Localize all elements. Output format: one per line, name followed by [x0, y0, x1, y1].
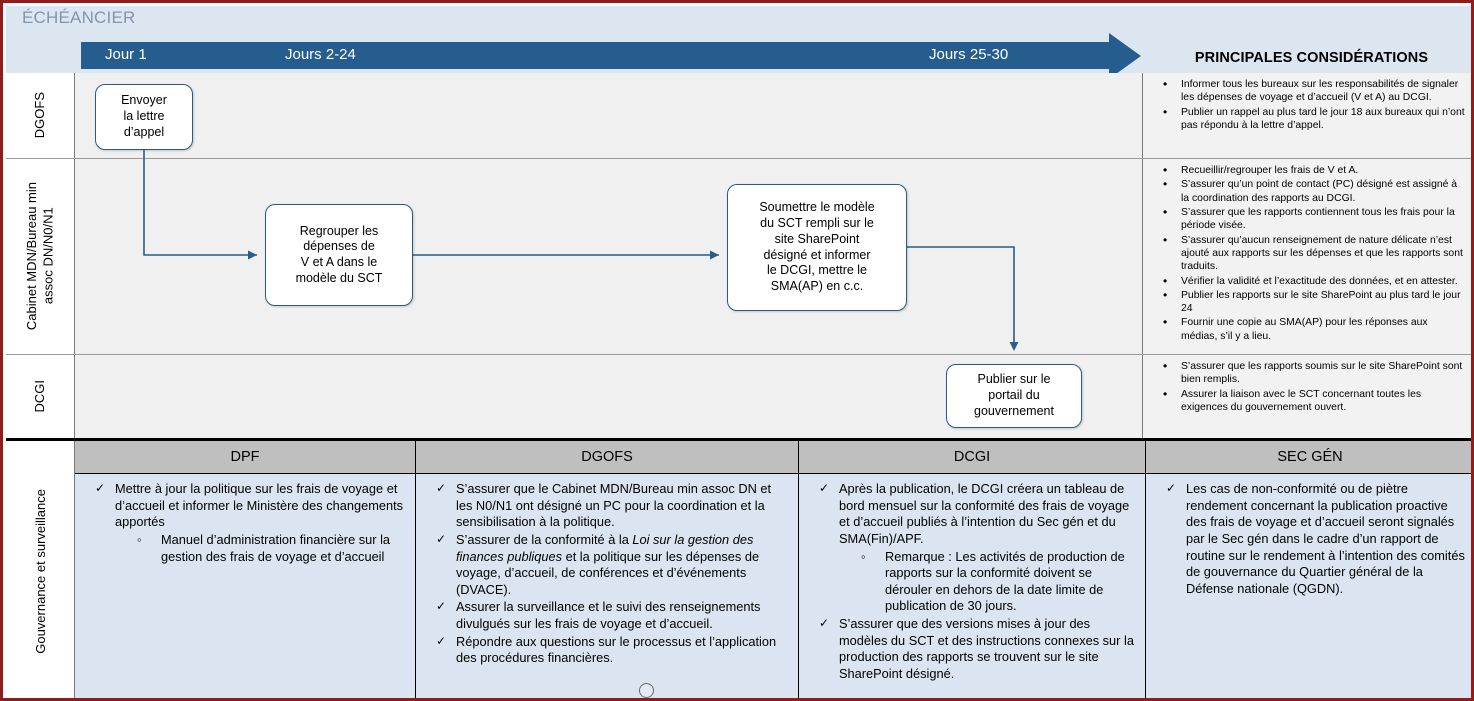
swimlane-label-text: DGOFS — [31, 92, 47, 139]
process-box-envoyer-lettre-appel[interactable]: Envoyer la lettre d’appel — [95, 84, 193, 150]
governance-column-sec-gen: SEC GÉN Les cas de non-conformité ou de … — [1146, 441, 1471, 698]
consideration-item: Assurer la liaison avec le SCT concernan… — [1163, 387, 1466, 415]
considerations-header: PRINCIPALES CONSIDÉRATIONS — [1194, 50, 1429, 66]
swimlane-cabinet-mdn: Cabinet MDN/Bureau min assoc DN/N0/N1 Re… — [6, 159, 1471, 355]
timeline-arrow: Jour 1 Jours 2-24 Jours 25-30 — [81, 33, 1141, 79]
timeline-band: ÉCHÉANCIER Jour 1 Jours 2-24 Jours 25-30… — [6, 6, 1471, 79]
governance-item: Après la publication, le DCGI créera un … — [819, 481, 1137, 616]
governance-item: Mettre à jour la politique sur les frais… — [95, 481, 407, 565]
swimlane-canvas-cabinet-mdn: Regrouper les dépenses de V et A dans le… — [75, 159, 1143, 354]
swimlane-label-dcgi: DCGI — [6, 355, 75, 438]
governance-column-dpf: DPF Mettre à jour la politique sur les f… — [75, 441, 416, 698]
consideration-item: S’assurer qu’un point de contact (PC) dé… — [1163, 177, 1466, 205]
governance-item: S’assurer de la conformité à la Loi sur … — [436, 531, 790, 599]
timeline-segment-label-1: Jours 2-24 — [285, 46, 356, 63]
governance-column-dgofs: DGOFS S’assurer que le Cabinet MDN/Burea… — [416, 441, 799, 698]
swimlane-dgofs: DGOFS Envoyer la lettre d’appel Informer… — [6, 73, 1471, 159]
governance-item: S’assurer que le Cabinet MDN/Bureau min … — [436, 481, 790, 531]
governance-column-body: S’assurer que le Cabinet MDN/Bureau min … — [416, 474, 798, 698]
connector-layer-dgofs — [143, 150, 145, 159]
considerations-dcgi: S’assurer que les rapports soumis sur le… — [1143, 355, 1471, 438]
timeline-arrow-shaft — [81, 42, 1111, 69]
governance-item-text-post: et la politique sur les dépenses de voya… — [456, 548, 760, 597]
governance-columns: DPF Mettre à jour la politique sur les f… — [75, 441, 1471, 698]
consideration-item: Publier un rappel au plus tard le jour 1… — [1163, 105, 1466, 133]
governance-column-body: Après la publication, le DCGI créera un … — [799, 474, 1145, 698]
governance-item: S’assurer que des versions mises à jour … — [819, 616, 1137, 683]
governance-row-label: Gouvernance et surveillance — [6, 441, 75, 698]
considerations-cabinet-mdn: Recueillir/regrouper les frais de V et A… — [1143, 159, 1471, 354]
swimlane-canvas-dcgi: Publier sur le portail du gouvernement — [75, 355, 1143, 438]
governance-column-dcgi: DCGI Après la publication, le DCGI créer… — [799, 441, 1146, 698]
swimlane-dcgi: DCGI Publier sur le portail du gouvernem… — [6, 355, 1471, 438]
connector-layer-cabinet-mdn — [143, 159, 1019, 351]
governance-column-header: SEC GÉN — [1146, 441, 1471, 474]
swimlane-canvas-dgofs: Envoyer la lettre d’appel — [75, 73, 1143, 159]
governance-column-header: DPF — [75, 441, 415, 474]
consideration-item: Fournir une copie au SMA(AP) pour les ré… — [1163, 315, 1466, 343]
governance-item-text: Mettre à jour la politique sur les frais… — [115, 481, 404, 530]
governance-subitem: Remarque : Les activités de production d… — [861, 549, 1137, 616]
governance-item: Les cas de non-conformité ou de piètre r… — [1166, 481, 1466, 597]
governance-column-body: Les cas de non-conformité ou de piètre r… — [1146, 474, 1471, 698]
governance-item-text: Après la publication, le DCGI créera un … — [839, 481, 1130, 546]
process-box-soumettre-modele-sct[interactable]: Soumettre le modèle du SCT rempli sur le… — [727, 184, 907, 311]
swimlanes: DGOFS Envoyer la lettre d’appel Informer… — [6, 73, 1471, 438]
consideration-item: Informer tous les bureaux sur les respon… — [1163, 77, 1466, 105]
consideration-item: Vérifier la validité et l’exactitude des… — [1163, 273, 1466, 289]
governance-item: Répondre aux questions sur le processus … — [436, 634, 790, 667]
governance-column-header: DCGI — [799, 441, 1145, 474]
consideration-item: Publier les rapports sur le site SharePo… — [1163, 288, 1466, 316]
governance-subitem: Manuel d’administration financière sur l… — [137, 532, 407, 565]
consideration-item: S’assurer que les rapports soumis sur le… — [1163, 359, 1466, 387]
timeline-segment-label-0: Jour 1 — [105, 46, 147, 63]
timeline-title: ÉCHÉANCIER — [22, 8, 136, 27]
governance-item-text-italic: Loi sur la gestion des finances publique… — [456, 531, 754, 564]
swimlane-label-cabinet-mdn: Cabinet MDN/Bureau min assoc DN/N0/N1 — [6, 159, 75, 354]
timeline-segment-label-2: Jours 25-30 — [929, 46, 1009, 63]
governance-column-body: Mettre à jour la politique sur les frais… — [75, 474, 415, 698]
governance-column-header: DGOFS — [416, 441, 798, 474]
governance-item: Assurer la surveillance et le suivi des … — [436, 599, 790, 632]
process-box-publier-portail[interactable]: Publier sur le portail du gouvernement — [946, 364, 1082, 428]
consideration-item: S’assurer que les rapports contiennent t… — [1163, 205, 1466, 233]
swimlane-label-text: Cabinet MDN/Bureau min assoc DN/N0/N1 — [23, 182, 55, 331]
swimlane-label-text: DCGI — [31, 380, 47, 413]
governance-item-text-pre: S’assurer de la conformité à la — [456, 531, 633, 547]
process-box-regrouper-depenses[interactable]: Regrouper les dépenses de V et A dans le… — [265, 204, 413, 306]
consideration-item: Recueillir/regrouper les frais de V et A… — [1163, 163, 1466, 179]
mouse-cursor-icon — [639, 683, 654, 698]
timeline-arrow-head-icon — [1109, 33, 1141, 79]
governance-row-label-text: Gouvernance et surveillance — [32, 488, 48, 654]
consideration-item: S’assurer qu’aucun renseignement de natu… — [1163, 233, 1466, 274]
considerations-dgofs: Informer tous les bureaux sur les respon… — [1143, 73, 1471, 158]
governance-section: Gouvernance et surveillance DPF Mettre à… — [6, 438, 1471, 698]
swimlane-label-dgofs: DGOFS — [6, 73, 75, 158]
